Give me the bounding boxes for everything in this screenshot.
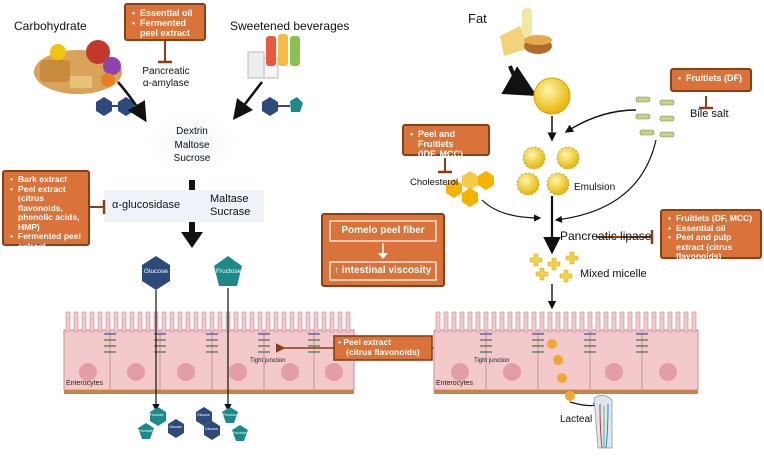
absorbed-label: Glucose xyxy=(205,427,218,431)
maltose-label: Maltose xyxy=(174,139,210,151)
intestinal-viscosity-label: intestinal viscosity xyxy=(341,265,432,276)
cholesterol-molecule xyxy=(446,171,494,207)
fruitlets-df-box: Fruitlets (DF) xyxy=(670,68,752,92)
pancreatic-amylase-label: Pancreatic α-amylase xyxy=(134,66,198,89)
fat-label: Fat xyxy=(468,11,487,26)
pomelo-fiber-label: Pomelo peel fiber xyxy=(341,225,425,236)
tight-junction-right-label: Tight junction xyxy=(474,358,510,364)
peel-extract-line: (citrus flavonoids) xyxy=(346,346,420,357)
sucrase-label: Sucrase xyxy=(210,206,251,219)
chylomicron-path xyxy=(547,339,575,401)
tight-junction-left-label: Tight junction xyxy=(250,358,286,364)
absorbed-label: Glucose xyxy=(169,425,182,429)
amylase-inhibitor-item: Essential oil xyxy=(132,8,199,18)
lipase-inhibitor-item: Peel and pulp extract (citrus flavonoids… xyxy=(668,232,755,262)
carbohydrate-label: Carbohydrate xyxy=(14,19,87,33)
bile-salt-label: Bile salt xyxy=(690,108,729,120)
glucosidase-inhibitor-item: Bark extract xyxy=(10,174,83,185)
absorbed-label: Fructose xyxy=(150,413,164,417)
carbohydrate-food-illustration xyxy=(34,40,122,94)
amylase-inhibitor-item: Fermented peel extract xyxy=(132,18,199,38)
arrow-fat-to-droplet xyxy=(501,65,537,96)
peel-extract-label: • Peel extract (citrus flavonoids) xyxy=(338,337,420,358)
glucose-hexagon xyxy=(142,256,170,290)
lacteal-label: Lacteal xyxy=(560,414,593,425)
peel-extract-line: • Peel extract xyxy=(338,337,392,347)
glucosidase-band xyxy=(104,190,264,222)
lipase-inhibitor-item: Essential oil xyxy=(668,223,755,234)
disaccharide-molecule-left xyxy=(96,97,134,116)
absorbed-label: Fructose xyxy=(139,429,153,433)
mixed-micelle-label: Mixed micelle xyxy=(580,268,647,280)
cholesterol-label: Cholesterol xyxy=(410,177,459,188)
fat-food-illustration xyxy=(500,8,552,56)
arrow-carb-to-dextrin xyxy=(117,81,147,123)
bile-salt-molecules xyxy=(635,96,675,138)
arrow-bile-to-emulsion xyxy=(564,109,637,133)
glucosidase-inhibitor-item: Peel extract (citrus flavonoids, phenoli… xyxy=(10,184,83,233)
arrow-beverage-to-dextrin xyxy=(232,81,263,120)
maltase-label: Maltase xyxy=(210,193,249,205)
absorbed-label: Fructose xyxy=(233,431,247,435)
lacteal xyxy=(593,395,613,449)
peel-fruitlets-box: Peel and Fruitlets (IDF, MCC) xyxy=(402,124,490,160)
pancreatic-lipase-label: Pancreatic lipase xyxy=(560,229,652,243)
glucosidase-inhibitor-item: Essential oil xyxy=(10,251,83,261)
maltase-sucrase-label: Maltase Sucrase xyxy=(210,193,250,219)
peel-extract-box xyxy=(333,335,433,361)
sucrose-label: Sucrose xyxy=(173,153,211,164)
fructose-pentagon xyxy=(214,256,242,286)
absorbed-label: Glucose xyxy=(197,413,210,417)
enterocytes-left xyxy=(63,311,355,394)
peel-fruitlets-item: Peel and Fruitlets xyxy=(410,129,483,149)
sweetened-beverages-illustration xyxy=(247,34,300,79)
dextrin-maltose-sucrose-label: Dextrin Maltose Sucrose xyxy=(162,125,222,166)
glucosidase-inhibitor-item: Fermented peel extract xyxy=(10,231,83,251)
emulsion-droplets xyxy=(516,146,580,196)
glucose-label: Glucose xyxy=(144,268,168,275)
emulsion-label: Emulsion xyxy=(574,182,616,193)
alpha-glucosidase-label: α-glucosidase xyxy=(112,199,181,211)
fruitlets-df-item: Fruitlets (DF) xyxy=(678,73,745,83)
amylase-inhibitor-box: Essential oil Fermented peel extract xyxy=(124,3,206,41)
pancreatic-amylase-line: α-amylase xyxy=(142,77,190,89)
lipase-inhibitor-item: Fruitlets (DF, MCC) xyxy=(668,213,755,224)
fat-droplet xyxy=(533,77,571,115)
sweetened-beverages-label: Sweetened beverages xyxy=(230,19,350,33)
disaccharide-molecule-right xyxy=(262,97,303,116)
dextrin-cloud xyxy=(140,108,244,176)
absorbed-label: Fructose xyxy=(223,413,237,417)
dextrin-label: Dextrin xyxy=(176,126,208,137)
up-arrow-icon: ↑ xyxy=(334,265,339,276)
enterocytes-right-label: Enterocytes xyxy=(436,380,473,387)
enterocytes-left-label: Enterocytes xyxy=(66,380,103,387)
viscosity-row: ↑ intestinal viscosity xyxy=(334,265,431,277)
pancreatic-amylase-line: Pancreatic xyxy=(142,66,190,77)
enterocytes-right xyxy=(433,311,699,394)
peel-fruitlets-subline: (IDF, MCC) xyxy=(418,149,463,160)
lipase-inhibitor-box: Fruitlets (DF, MCC) Essential oil Peel a… xyxy=(660,209,762,262)
fructose-label: Fructose xyxy=(216,268,242,275)
mixed-micelles xyxy=(529,251,579,283)
glucosidase-inhibitor-box: Bark extract Peel extract (citrus flavon… xyxy=(2,170,90,260)
absorbed-monosaccharides xyxy=(138,407,248,441)
